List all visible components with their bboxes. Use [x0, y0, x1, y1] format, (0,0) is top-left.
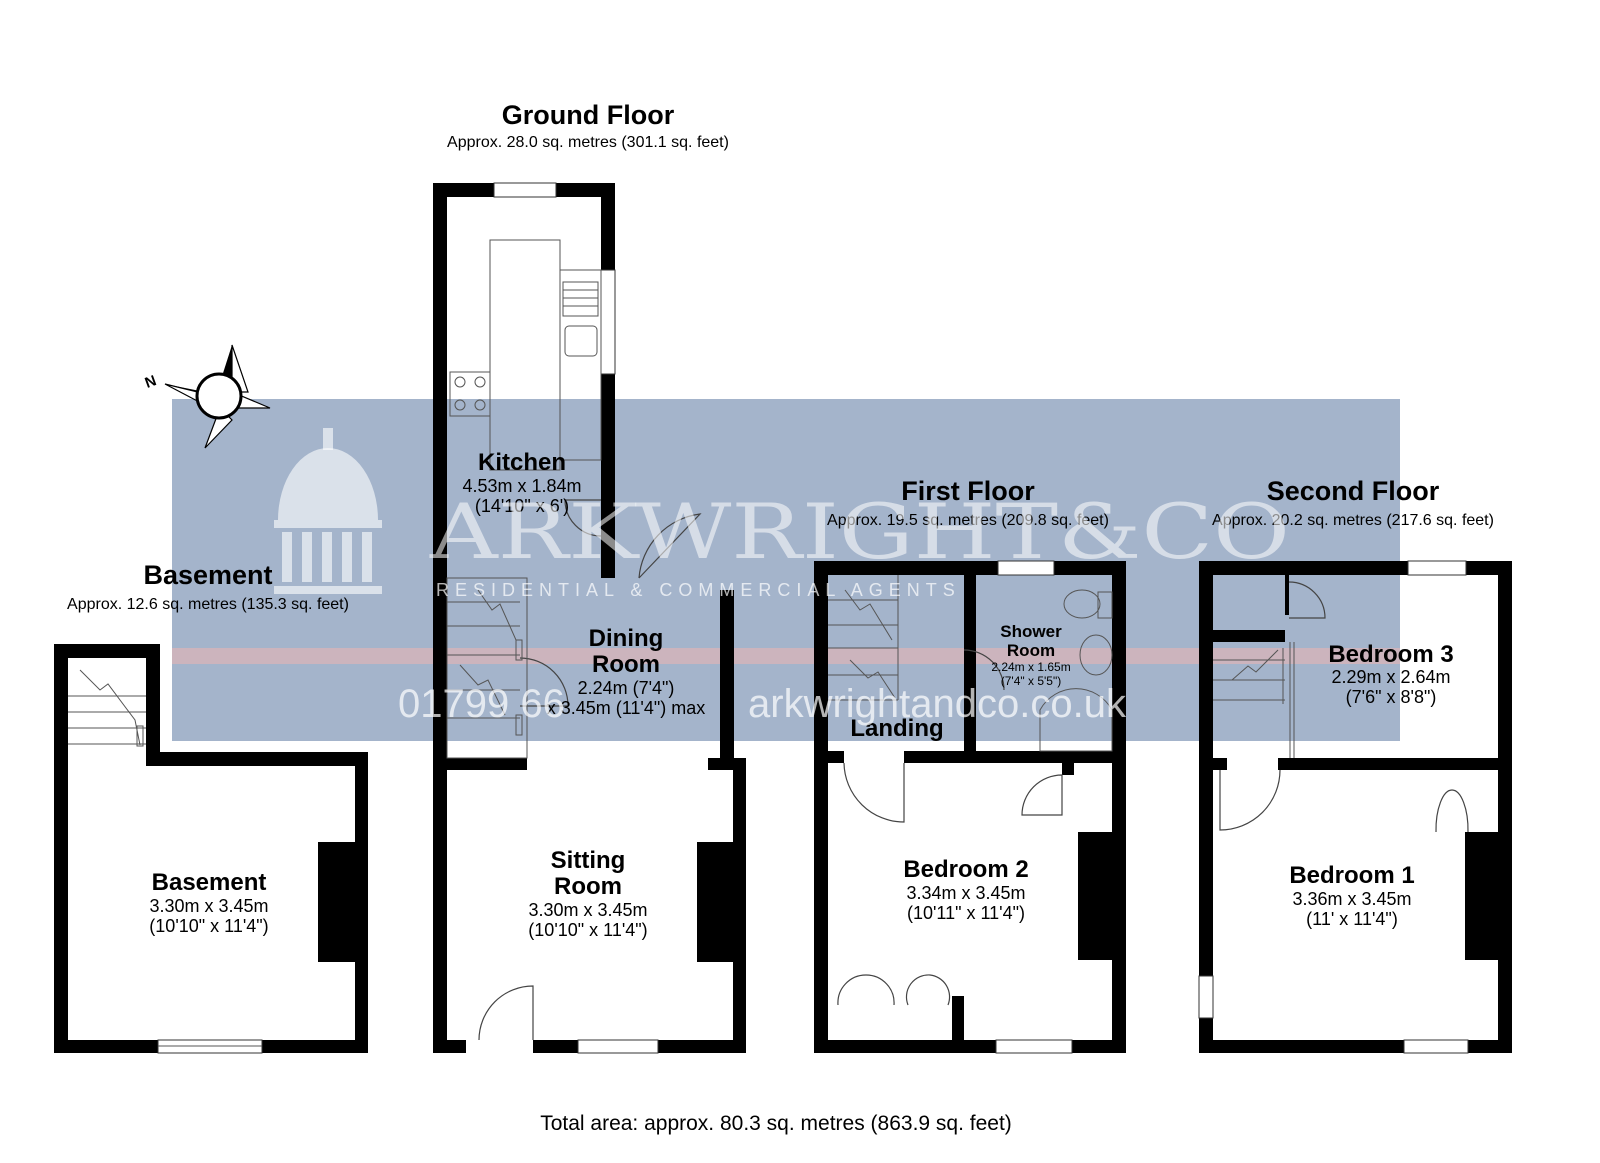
ground-floor-area: Approx. 28.0 sq. metres (301.1 sq. feet) [447, 134, 729, 151]
room-dimensions: 3.34m x 3.45m [906, 883, 1025, 903]
wardrobe-doors [837, 974, 895, 1006]
ground-stairs [446, 577, 528, 759]
second-floor-plan [1198, 560, 1512, 1054]
door-swing [1288, 581, 1326, 619]
partition-wall [976, 751, 1112, 763]
partition-wall [1285, 758, 1498, 770]
second-floor-area: Approx. 20.2 sq. metres (217.6 sq. feet) [1212, 512, 1494, 529]
front-door-swing [478, 985, 534, 1041]
window [997, 560, 1055, 576]
second-floor-heading: Second Floor [1267, 476, 1440, 506]
room-name: Bedroom 1 [1289, 862, 1414, 889]
ground-floor-heading: Ground Floor [502, 100, 675, 130]
total-area: Total area: approx. 80.3 sq. metres (863… [540, 1112, 1012, 1135]
watermark-stripe [172, 648, 1400, 664]
cupboard-door [1021, 774, 1063, 816]
watermark-tagline: RESIDENTIAL & COMMERCIAL AGENTS [436, 580, 961, 600]
basement-stairs [68, 669, 146, 747]
room-dimensions: 2.24m (7'4") [578, 678, 675, 698]
shower-tray [1039, 688, 1113, 752]
chimney-breast [697, 842, 733, 962]
door-swing [564, 499, 602, 537]
window [1198, 975, 1214, 1019]
room-dimensions: 2.29m x 2.64m [1331, 667, 1450, 687]
room-name-line2: Room [592, 651, 660, 678]
dome-building-icon [274, 428, 382, 594]
watermark-brand: ARKWRIGHT&CO [429, 487, 1290, 576]
room-label-bedroom-1: Bedroom 1 3.36m x 3.45m (11' x 11'4") [1289, 862, 1414, 929]
wardrobe-doors [1435, 789, 1469, 833]
basement-plan [54, 644, 368, 1054]
door-swing [963, 649, 1005, 691]
room-dimensions-imperial: (7'6" x 8'8") [1346, 687, 1437, 707]
room-name: Shower [1000, 622, 1062, 641]
room-label-shower: Shower Room 2.24m x 1.65m (7'4" x 5'5") [991, 622, 1070, 688]
compass-north-label: N [143, 372, 159, 392]
room-label-bedroom-3: Bedroom 3 2.29m x 2.64m (7'6" x 8'8") [1328, 641, 1453, 707]
room-name: Bedroom 2 [903, 856, 1028, 883]
room-dimensions-imperial: (10'10" x 11'4") [149, 916, 268, 936]
basement-heading: Basement [143, 560, 272, 590]
ground-floor-plan [433, 182, 746, 1054]
room-dimensions-imperial: (7'4" x 5'5") [1001, 674, 1061, 688]
first-stairs [828, 575, 899, 701]
room-name: Dining [589, 625, 664, 652]
room-name: Sitting [551, 847, 626, 874]
chimney-breast [318, 842, 355, 962]
room-dimensions-imperial: (11' x 11'4") [1306, 909, 1398, 929]
sink-icon [564, 325, 598, 357]
hob-icon [449, 371, 491, 417]
toilet-icon [1063, 589, 1101, 619]
room-label-kitchen: Kitchen 4.53m x 1.84m (14'10" x 6') [462, 449, 581, 516]
first-floor-area: Approx. 19.5 sq. metres (209.8 sq. feet) [827, 512, 1109, 529]
watermark-band [172, 399, 1400, 741]
room-label-basement: Basement 3.30m x 3.45m (10'10" x 11'4") [149, 869, 268, 936]
room-dimensions: 3.36m x 3.45m [1292, 889, 1411, 909]
first-floor-plan [814, 560, 1126, 1054]
first-floor-heading: First Floor [901, 476, 1035, 506]
room-label-landing: Landing [850, 715, 943, 742]
basement-area: Approx. 12.6 sq. metres (135.3 sq. feet) [67, 596, 349, 613]
watermark-logo: ARKWRIGHT&CO RESIDENTIAL & COMMERCIAL AG… [274, 428, 1290, 726]
room-dimensions-imperial: (10'10" x 11'4") [528, 920, 647, 940]
window [1403, 1039, 1469, 1054]
room-dimensions: 3.30m x 3.45m [149, 896, 268, 916]
window [493, 182, 557, 198]
second-stairs [1213, 648, 1285, 704]
chimney-breast [1078, 832, 1112, 960]
kitchen-units [449, 239, 602, 471]
watermark-phone: 01799 66 [398, 682, 565, 726]
room-dimensions-imperial: (14'10" x 6') [475, 496, 569, 516]
partition-wall [447, 758, 527, 770]
basin-icon [1079, 634, 1113, 676]
room-label-bedroom-2: Bedroom 2 3.34m x 3.45m (10'11" x 11'4") [903, 856, 1028, 923]
room-dimensions: 2.24m x 1.65m [991, 660, 1070, 674]
room-name-line2: Room [1007, 641, 1055, 660]
window [577, 1039, 659, 1054]
room-dimensions: 3.30m x 3.45m [528, 900, 647, 920]
room-name-line2: Room [554, 873, 622, 900]
door-swing [519, 657, 569, 707]
room-label-dining: Dining Room 2.24m (7'4") x 3.45m (11'4")… [547, 625, 706, 718]
room-dimensions-max: x 3.45m (11'4") max [547, 698, 706, 718]
window [995, 1039, 1073, 1054]
room-label-sitting: Sitting Room 3.30m x 3.45m (10'10" x 11'… [528, 847, 647, 940]
room-name: Kitchen [478, 449, 566, 476]
room-dimensions: 4.53m x 1.84m [462, 476, 581, 496]
wardrobe-doors [905, 974, 951, 1006]
room-dimensions-imperial: (10'11" x 11'4") [907, 903, 1025, 923]
partition-wall [1213, 630, 1285, 642]
room-name: Bedroom 3 [1328, 641, 1453, 668]
door-swing [638, 513, 702, 579]
room-name: Basement [152, 869, 267, 896]
partition-wall [964, 575, 976, 763]
chimney-breast [1465, 832, 1498, 960]
window [600, 269, 616, 375]
door-swing [1219, 769, 1281, 831]
watermark-web: arkwrightandco.co.uk [748, 682, 1127, 726]
door-swing [843, 762, 905, 823]
window [1407, 560, 1467, 576]
